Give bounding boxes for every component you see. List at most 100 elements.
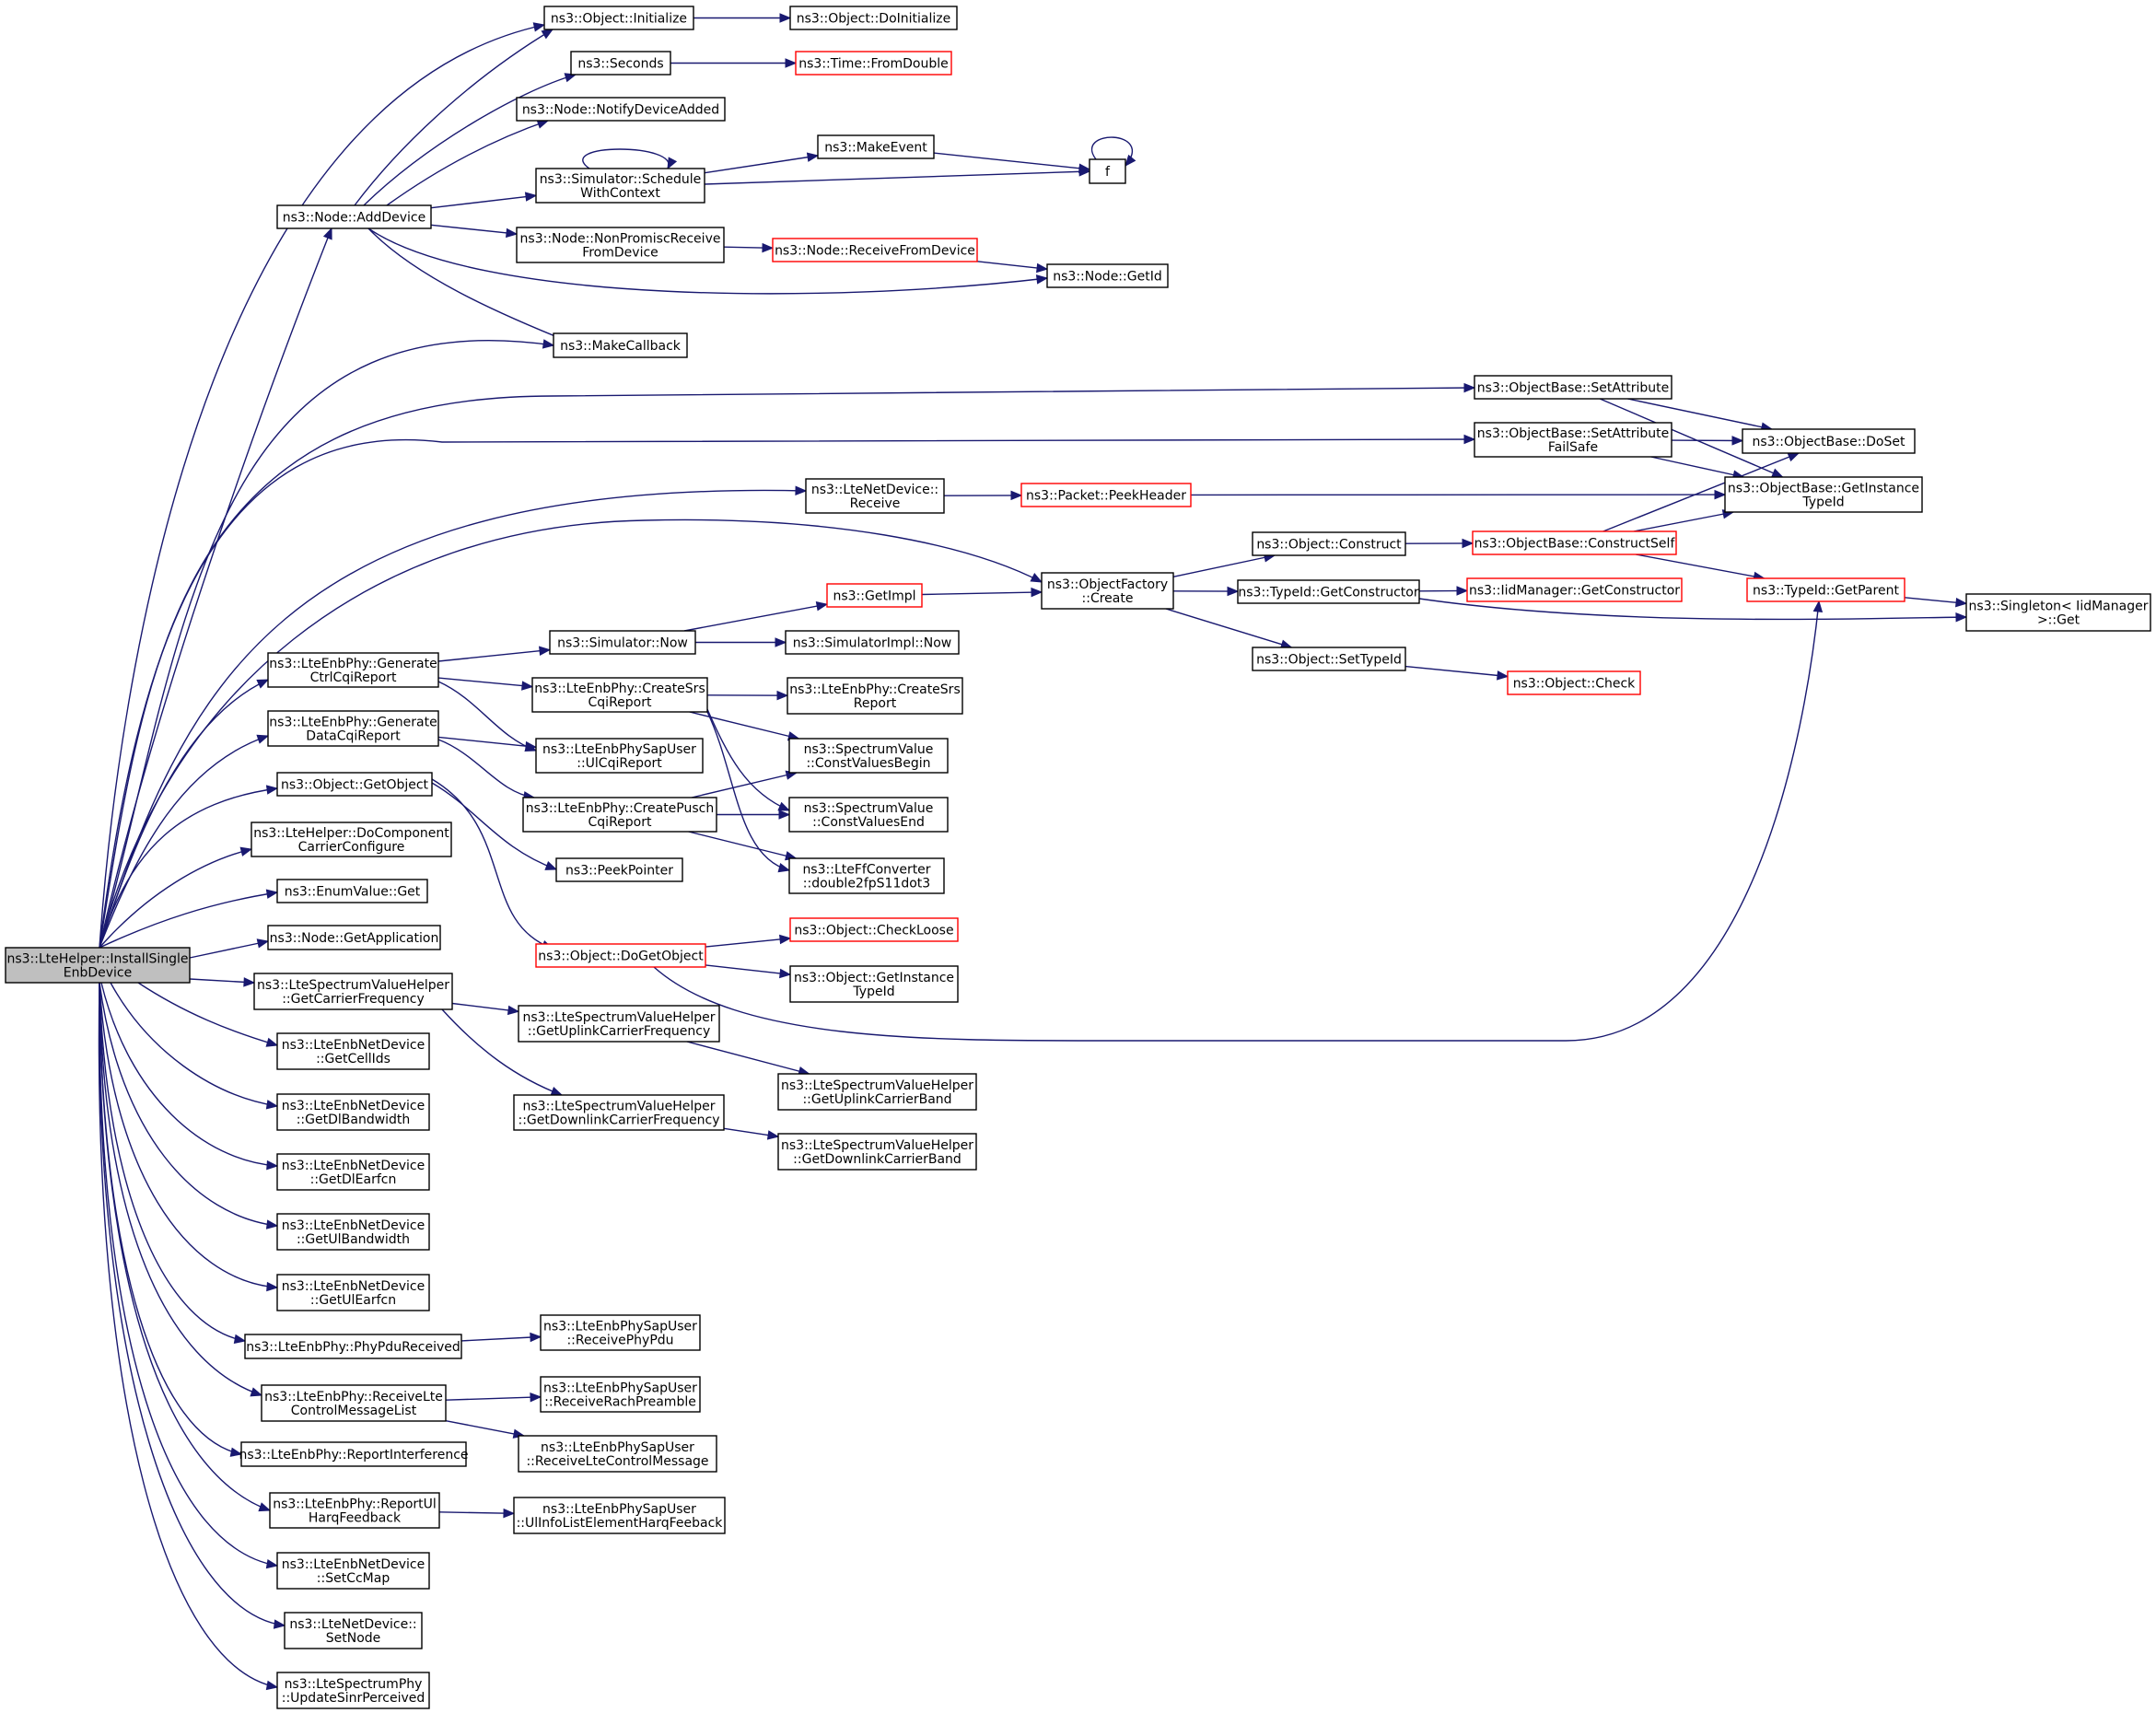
node-sap-recvphypdu[interactable]: ns3::LteEnbPhySapUser::ReceivePhyPdu xyxy=(540,1314,701,1351)
node-sap-recvrach[interactable]: ns3::LteEnbPhySapUser::ReceiveRachPreamb… xyxy=(540,1376,701,1413)
arrowhead-root-to-helper_docc xyxy=(239,846,253,856)
node-iidm-getctor[interactable]: ns3::IidManager::GetConstructor xyxy=(1466,577,1683,602)
node-ffconv[interactable]: ns3::LteFfConverter::double2fpS11dot3 xyxy=(788,857,945,894)
node-obj-getobject[interactable]: ns3::Object::GetObject xyxy=(276,772,433,797)
node-svh-getdl-freq[interactable]: ns3::LteSpectrumValueHelper::GetDownlink… xyxy=(513,1094,725,1131)
node-label-line: WithContext xyxy=(580,186,660,201)
node-makecallback[interactable]: ns3::MakeCallback xyxy=(553,332,688,358)
node-box xyxy=(267,710,439,747)
node-obj-init[interactable]: ns3::Object::Initialize xyxy=(543,6,694,30)
node-singleton-get[interactable]: ns3::Singleton< IidManager >::Get xyxy=(1965,593,2151,632)
edge-ob_setattr_fs-to-ob_getinst xyxy=(1650,456,1744,478)
edge-svh_getcarrier-to-svh_getul_freq xyxy=(451,1002,519,1012)
node-box xyxy=(518,1005,720,1043)
node-enbnd-setccmap[interactable]: ns3::LteEnbNetDevice::SetCcMap xyxy=(276,1552,430,1590)
node-box xyxy=(540,1314,701,1351)
arrowhead-f-to-f xyxy=(1125,154,1136,168)
node-helper-docc[interactable]: ns3::LteHelper::DoComponentCarrierConfig… xyxy=(251,822,452,857)
node-enbnd-getulearfcn[interactable]: ns3::LteEnbNetDevice::GetUlEarfcn xyxy=(276,1274,430,1311)
node-sap-recvctrlmsg[interactable]: ns3::LteEnbPhySapUser::ReceiveLteControl… xyxy=(518,1435,717,1473)
node-of-create[interactable]: ns3::ObjectFactory::Create xyxy=(1041,572,1174,610)
node-ltesp-updsinr[interactable]: ns3::LteSpectrumPhy::UpdateSinrPerceived xyxy=(276,1672,430,1709)
node-typeid-getctor[interactable]: ns3::TypeId::GetConstructor xyxy=(1237,579,1420,604)
edge-node_adddevice-to-makecallback xyxy=(367,227,572,344)
node-peekpointer[interactable]: ns3::PeekPointer xyxy=(555,857,683,882)
node-label-line: ns3::Node::AddDevice xyxy=(283,211,425,226)
node-getimpl[interactable]: ns3::GetImpl xyxy=(826,583,923,608)
edge-create_srscqi-to-sv_end xyxy=(706,708,790,811)
edge-obj_dogetobject-to-obj_checkloose xyxy=(705,938,791,948)
arrowhead-obj_dogetobject-to-typeid_getparent xyxy=(1812,600,1824,612)
edge-root-to-svh_getcarrier xyxy=(189,978,255,984)
node-sv-begin[interactable]: ns3::SpectrumValue::ConstValuesBegin xyxy=(788,738,949,774)
node-sap-ulharq[interactable]: ns3::LteEnbPhySapUser::UlInfoListElement… xyxy=(513,1497,726,1534)
node-ltend-recv[interactable]: ns3::LteNetDevice::Receive xyxy=(805,478,945,514)
edge-recv_fromdev-to-node_getid xyxy=(976,261,1048,270)
node-obj-construct[interactable]: ns3::Object::Construct xyxy=(1252,531,1406,556)
node-seconds[interactable]: ns3::Seconds xyxy=(570,51,671,76)
node-obj-settypeid[interactable]: ns3::Object::SetTypeId xyxy=(1252,647,1406,671)
arrowhead-phy_pdurecv-to-sap_recvphypdu xyxy=(530,1332,542,1343)
edge-node_adddevice-to-node_getid xyxy=(367,227,1048,295)
node-peekheader[interactable]: ns3::Packet::PeekHeader xyxy=(1020,483,1192,507)
node-svh-getul-band[interactable]: ns3::LteSpectrumValueHelper::GetUplinkCa… xyxy=(777,1073,977,1111)
node-enum-get[interactable]: ns3::EnumValue::Get xyxy=(276,879,428,903)
node-label-line: ns3::LteEnbNetDevice xyxy=(282,1279,425,1294)
node-label-line: TypeId xyxy=(852,985,894,999)
node-box xyxy=(267,925,441,950)
node-svh-getdl-band[interactable]: ns3::LteSpectrumValueHelper::GetDownlink… xyxy=(777,1133,977,1171)
node-enbnd-getdlbw[interactable]: ns3::LteEnbNetDevice::GetDlBandwidth xyxy=(276,1093,430,1131)
node-phy-pdurecv[interactable]: ns3::LteEnbPhy::PhyPduReceived xyxy=(244,1334,462,1359)
node-svh-getcarrier[interactable]: ns3::LteSpectrumValueHelper::GetCarrierF… xyxy=(253,973,453,1010)
node-ob-constructself[interactable]: ns3::ObjectBase::ConstructSelf xyxy=(1472,530,1677,555)
node-obj-check[interactable]: ns3::Object::Check xyxy=(1507,670,1641,695)
node-label-line: ns3::Node::NonPromiscReceive xyxy=(520,232,721,247)
node-enbnd-getcellids[interactable]: ns3::LteEnbNetDevice::GetCellIds xyxy=(276,1032,430,1070)
node-ltend-setnode[interactable]: ns3::LteNetDevice::SetNode xyxy=(284,1612,423,1649)
node-ob-setattr[interactable]: ns3::ObjectBase::SetAttribute xyxy=(1474,375,1672,400)
node-enbnd-getdlearfcn[interactable]: ns3::LteEnbNetDevice::GetDlEarfcn xyxy=(276,1153,430,1191)
node-enbnd-getulbw[interactable]: ns3::LteEnbNetDevice::GetUlBandwidth xyxy=(276,1213,430,1251)
edge-obj_settypeid-to-obj_check xyxy=(1404,665,1509,678)
node-sap-ulcqi[interactable]: ns3::LteEnbPhySapUser::UlCqiReport xyxy=(535,738,704,774)
node-svh-getul-freq[interactable]: ns3::LteSpectrumValueHelper::GetUplinkCa… xyxy=(518,1005,720,1043)
node-label-line: ns3::LteEnbPhy::CreateSrs xyxy=(534,682,705,696)
node-ob-doset[interactable]: ns3::ObjectBase::DoSet xyxy=(1742,428,1916,454)
node-sv-end[interactable]: ns3::SpectrumValue::ConstValuesEnd xyxy=(788,797,949,833)
node-box xyxy=(1041,572,1174,610)
node-simimpl-now[interactable]: ns3::SimulatorImpl::Now xyxy=(785,630,960,655)
node-box xyxy=(531,677,708,713)
node-time-fromdouble[interactable]: ns3::Time::FromDouble xyxy=(795,51,952,76)
node-node-adddevice[interactable]: ns3::Node::AddDevice xyxy=(276,204,432,229)
node-recv-fromdev[interactable]: ns3::Node::ReceiveFromDevice xyxy=(772,238,978,262)
node-phy-reportintf[interactable]: ns3::LteEnbPhy::ReportInterference xyxy=(239,1441,469,1467)
edge-makeevent-to-f xyxy=(933,152,1090,170)
edge-svh_getcarrier-to-svh_getdl_freq xyxy=(441,1008,563,1096)
node-obj-checkloose[interactable]: ns3::Object::CheckLoose xyxy=(789,917,959,942)
node-sim-now[interactable]: ns3::Simulator::Now xyxy=(549,630,696,655)
node-node-getapp[interactable]: ns3::Node::GetApplication xyxy=(267,925,441,950)
node-f[interactable]: f xyxy=(1089,158,1126,184)
node-box xyxy=(1746,577,1905,602)
node-typeid-getparent[interactable]: ns3::TypeId::GetParent xyxy=(1746,577,1905,602)
arrowhead-node_adddevice-to-seconds xyxy=(564,73,577,83)
node-node-getid[interactable]: ns3::Node::GetId xyxy=(1046,263,1169,288)
arrowhead-root-to-enbnd_getulearfcn xyxy=(266,1281,279,1292)
node-obj-doinit[interactable]: ns3::Object::DoInitialize xyxy=(789,6,958,30)
node-obj-dogetobject[interactable]: ns3::Object::DoGetObject xyxy=(535,943,706,968)
node-makeevent[interactable]: ns3::MakeEvent xyxy=(817,134,935,159)
node-notify-added[interactable]: ns3::Node::NotifyDeviceAdded xyxy=(516,97,726,122)
node-phy-recvctrl[interactable]: ns3::LteEnbPhy::ReceiveLteControlMessage… xyxy=(261,1384,447,1422)
